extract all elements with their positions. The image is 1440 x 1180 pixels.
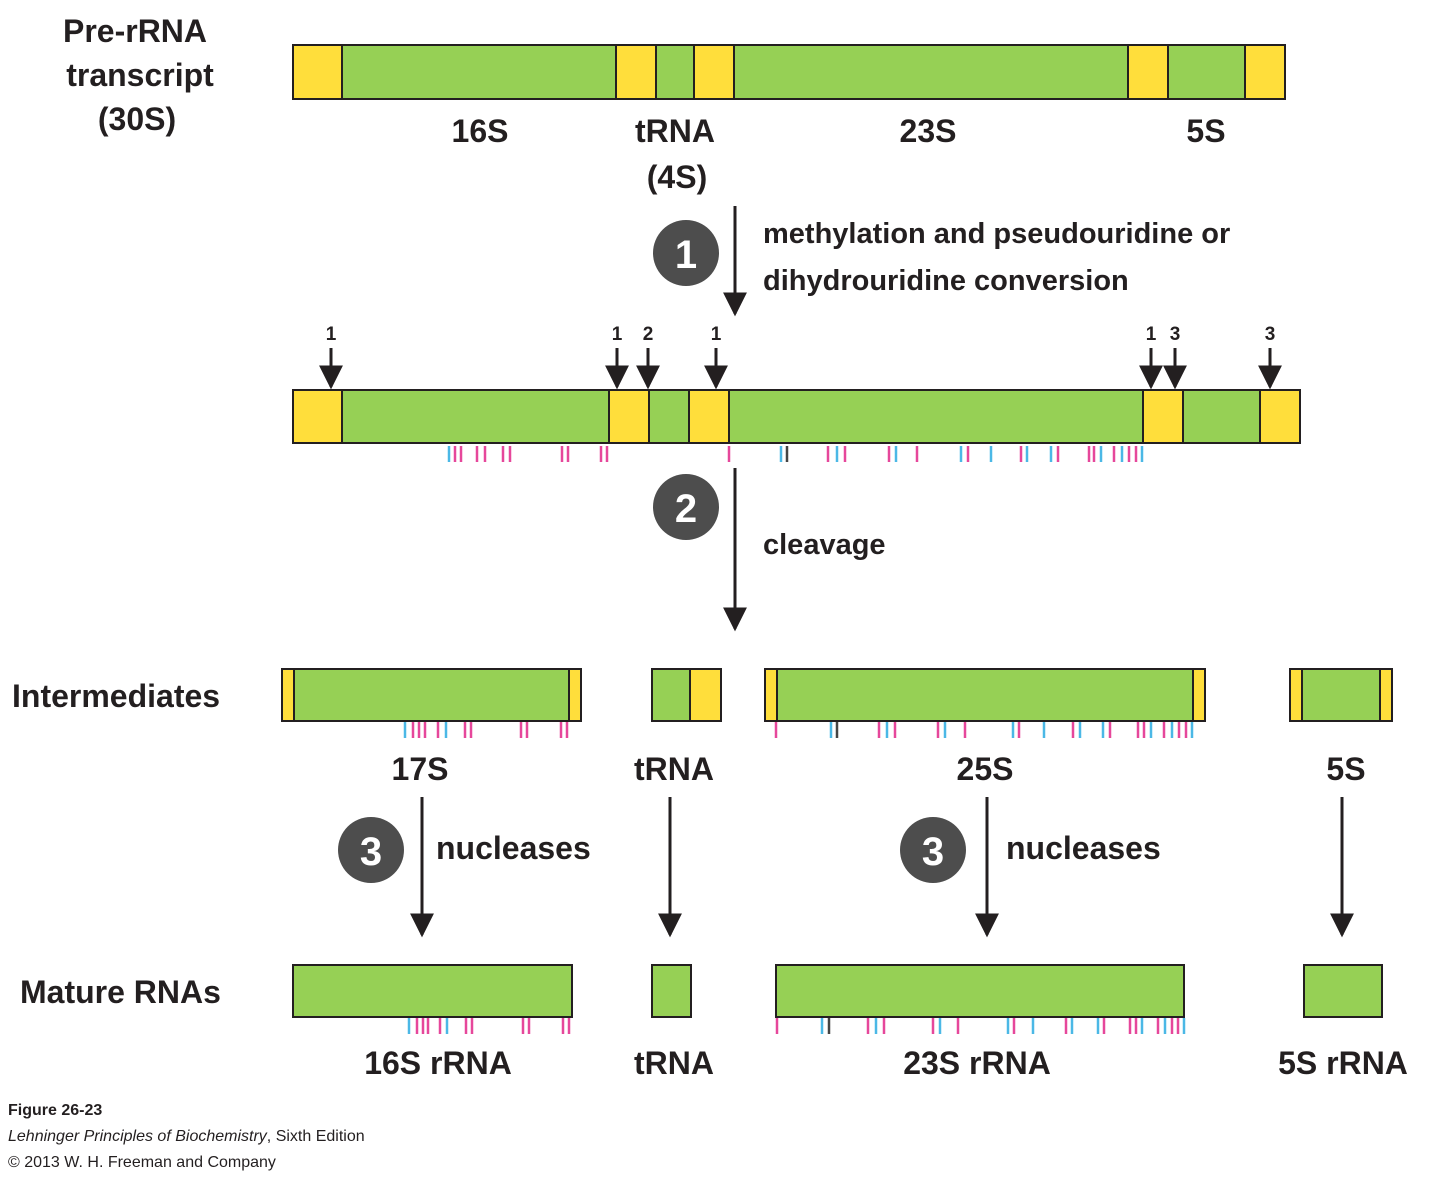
intermediate-trna	[651, 668, 722, 722]
intermediate-label-trna: tRNA	[634, 751, 714, 787]
step1-text-line2: dihydrouridine conversion	[763, 265, 1129, 297]
mature-16s-rrna	[292, 964, 573, 1018]
pre-rrna-label-line1: Pre-rRNA	[63, 13, 207, 49]
cleavage-site-number: 3	[1265, 324, 1276, 345]
segment-label-trna: tRNA	[635, 113, 715, 149]
step-number-circle: 3	[900, 817, 966, 883]
pre-rrna-label-line3: (30S)	[98, 101, 176, 137]
mature-5s-rrna	[1303, 964, 1383, 1018]
mature-23s-rrna	[775, 964, 1185, 1018]
segment-label-4s: (4S)	[647, 159, 707, 195]
intermediate-17s	[281, 668, 582, 722]
intermediate-25s	[764, 668, 1206, 722]
step2-text: cleavage	[763, 529, 886, 561]
modification-ticks	[447, 446, 1144, 462]
pre-rrna-label: Pre-rRNA transcript (30S)	[63, 13, 214, 137]
book-title: Lehninger Principles of Biochemistry	[8, 1128, 267, 1145]
cleavage-site-number: 1	[1146, 324, 1157, 345]
intermediate-5s	[1289, 668, 1393, 722]
pre-rrna-label-line2: transcript	[66, 57, 214, 93]
book-edition: , Sixth Edition	[266, 1128, 365, 1145]
book-citation: Lehninger Principles of Biochemistry, Si…	[8, 1128, 365, 1146]
step3-left-text: nucleases	[436, 830, 591, 866]
step-number-circle: 1	[653, 220, 719, 286]
step-number: 3	[360, 830, 382, 874]
cleavage-site-number: 1	[326, 324, 337, 345]
segment-label-16s: 16S	[452, 113, 509, 149]
step-number-circle: 2	[653, 474, 719, 540]
segment-label-23s: 23S	[900, 113, 957, 149]
copyright: © 2013 W. H. Freeman and Company	[8, 1154, 276, 1171]
mature-label-trna: tRNA	[634, 1045, 714, 1081]
step3-right-text: nucleases	[1006, 830, 1161, 866]
intermediates-label: Intermediates	[12, 678, 220, 714]
modified-transcript-bar	[292, 389, 1301, 444]
step-number: 2	[675, 487, 697, 531]
cleavage-site-number: 1	[612, 324, 623, 345]
step-number: 3	[922, 830, 944, 874]
step-number: 1	[675, 233, 697, 277]
step-number-circle: 3	[338, 817, 404, 883]
pre-rrna-bar	[292, 44, 1286, 100]
mature-rnas-label: Mature RNAs	[20, 974, 221, 1010]
intermediate-label-25s: 25S	[957, 751, 1014, 787]
step1-text-line1: methylation and pseudouridine or	[763, 218, 1230, 250]
mature-label-23s-rrna: 23S rRNA	[903, 1045, 1051, 1081]
cleavage-site-number: 1	[711, 324, 722, 345]
modification-ticks	[403, 722, 1194, 738]
mature-label-5s-rrna: 5S rRNA	[1278, 1045, 1408, 1081]
mature-label-16s-rrna: 16S rRNA	[364, 1045, 512, 1081]
cleavage-site-number: 3	[1170, 324, 1181, 345]
figure-number: Figure 26-23	[8, 1102, 103, 1119]
modification-ticks	[407, 1018, 1186, 1034]
cleavage-site-number: 2	[643, 324, 654, 345]
intermediate-label-17s: 17S	[392, 751, 449, 787]
intermediate-label-5s: 5S	[1326, 751, 1365, 787]
mature-trna	[651, 964, 692, 1018]
segment-label-5s: 5S	[1186, 113, 1225, 149]
